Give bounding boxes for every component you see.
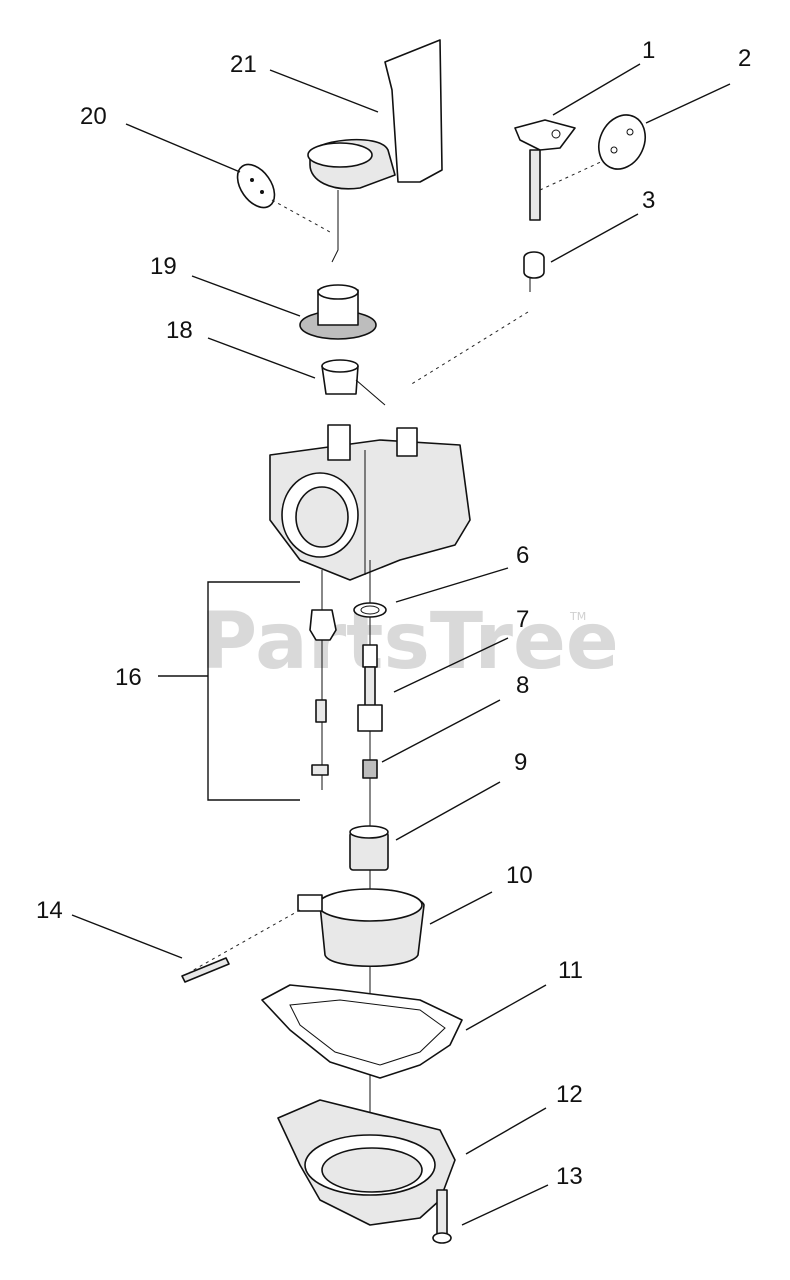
callout-20: 20 — [80, 103, 107, 130]
callout-21: 21 — [230, 51, 257, 78]
part-10-float — [189, 888, 425, 973]
callout-6: 6 — [516, 542, 529, 569]
callout-3: 3 — [642, 187, 655, 214]
callout-1: 1 — [642, 37, 655, 64]
part-11-gasket — [261, 984, 463, 1079]
part-16-needle-valve-kit — [158, 581, 337, 801]
callout-9: 9 — [514, 749, 527, 776]
watermark-tm: TM — [569, 610, 586, 623]
watermark-text: PartsTree — [200, 597, 619, 687]
callout-18: 18 — [166, 317, 193, 344]
callout-2: 2 — [738, 45, 751, 72]
part-7-main-jet — [357, 644, 383, 732]
callout-13: 13 — [556, 1163, 583, 1190]
callout-19: 19 — [150, 253, 177, 280]
part-14-pin — [181, 957, 230, 983]
part-3-spring — [409, 251, 545, 386]
callout-7: 7 — [516, 606, 529, 633]
part-18-spring — [321, 359, 386, 406]
part-21-choke-lever — [307, 39, 443, 263]
part-12-bowl — [277, 1099, 456, 1226]
callout-8: 8 — [516, 672, 529, 699]
carburetor-body — [269, 424, 471, 581]
callout-14: 14 — [36, 897, 63, 924]
leader-lines — [71, 63, 731, 1226]
part-8-jet — [362, 759, 378, 779]
callout-11: 11 — [558, 957, 583, 984]
callout-12: 12 — [556, 1081, 583, 1108]
part-20-disc — [236, 163, 331, 233]
part-2-throttle-plate — [598, 114, 646, 170]
part-9-float — [349, 825, 389, 871]
callout-10: 10 — [506, 862, 533, 889]
part-13-screw — [432, 1189, 452, 1244]
part-6-washer — [353, 602, 387, 618]
part-1-throttle-shaft — [514, 119, 606, 221]
callout-16: 16 — [115, 664, 142, 691]
part-19-gear — [299, 284, 377, 340]
